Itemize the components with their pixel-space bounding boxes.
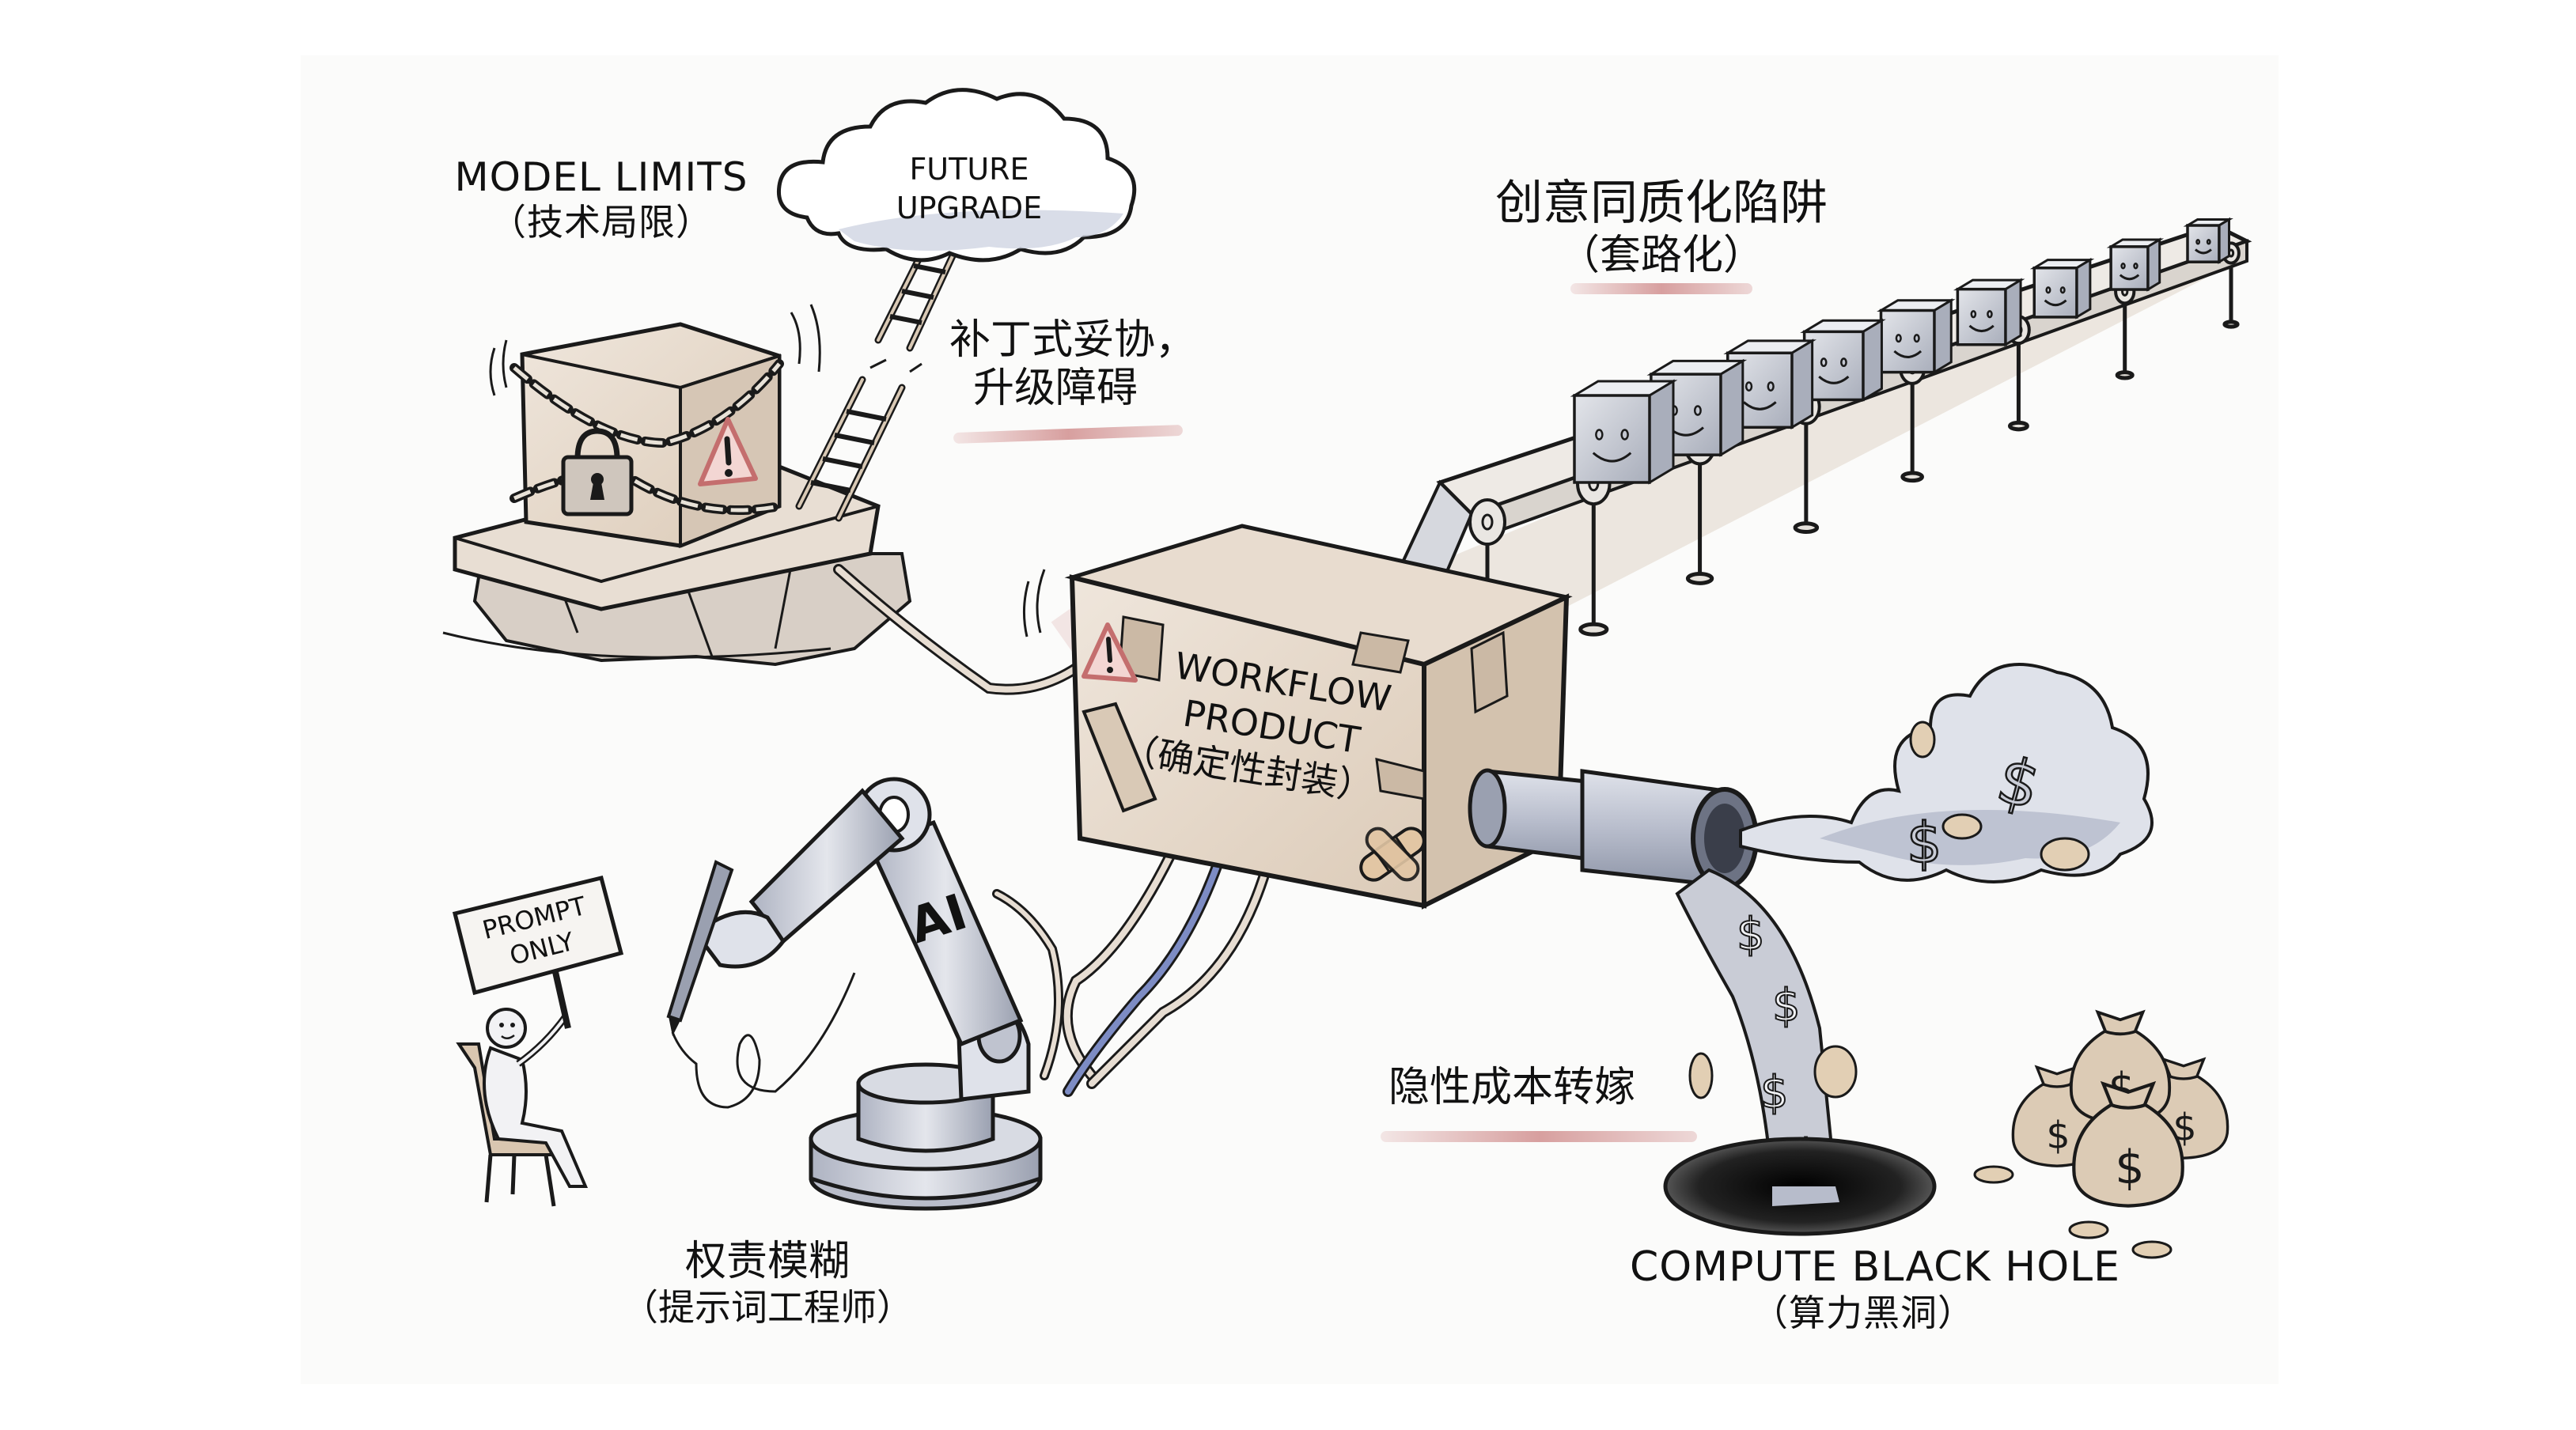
conveyor-foot — [2008, 420, 2029, 432]
money-bag-icon: $ — [2072, 1080, 2184, 1208]
conveyor-foot — [1578, 622, 1609, 637]
patch-compromise-label: 补丁式妥协， 升级障碍 — [949, 316, 1203, 414]
red-underline — [1570, 283, 1752, 294]
smiley-icon — [1743, 381, 1777, 410]
conveyor-foot — [1685, 572, 1714, 585]
future-upgrade-line2: UPGRADE — [896, 191, 1043, 226]
roller-hub — [1481, 513, 1494, 531]
prompt-engineer-figure — [452, 875, 624, 1207]
coin — [1813, 1045, 1858, 1099]
padlock-icon — [561, 428, 634, 516]
hidden-cost-text: 隐性成本转嫁 — [1388, 1064, 1636, 1111]
smiley-icon — [2194, 239, 2212, 255]
coin — [2040, 837, 2090, 872]
warning-icon — [1082, 622, 1138, 683]
phone-patch — [1082, 702, 1157, 813]
model-limits-label: MODEL LIMITS （技术局限） — [447, 154, 756, 244]
model-limits-subtitle: （技术局限） — [490, 201, 713, 244]
model-limits-title: MODEL LIMITS — [454, 154, 748, 200]
coin — [1973, 1165, 2014, 1184]
smiley-icon — [2044, 286, 2067, 307]
coin — [1688, 1052, 1714, 1099]
smiley-box — [1800, 318, 1886, 403]
conveyor-foot — [1900, 471, 1924, 483]
patch-compromise-line1: 补丁式妥协， — [949, 316, 1197, 364]
smiley-box — [2106, 237, 2165, 292]
accountability-label: 权责模糊 （提示词工程师） — [601, 1238, 934, 1330]
future-upgrade-line1: FUTURE — [909, 152, 1029, 187]
compute-black-hole-label: COMPUTE BLACK HOLE （算力黑洞） — [1630, 1243, 2120, 1335]
money-bags: $$$$ — [2011, 1009, 2229, 1208]
robot-arm — [666, 777, 1043, 1211]
dollar-icon: $ — [1907, 811, 1942, 876]
accountability-subtitle: （提示词工程师） — [622, 1286, 913, 1330]
patch-compromise-line2: 升级障碍 — [973, 365, 1138, 413]
red-underline — [1381, 1131, 1697, 1142]
smiley-icon — [2119, 263, 2140, 281]
smiley-box — [1570, 379, 1678, 485]
dollar-icon: $ — [1737, 909, 1765, 960]
dollar-icon: $ — [2046, 1114, 2070, 1157]
conveyor-foot — [1793, 521, 1820, 534]
creative-homogenization-title: 创意同质化陷阱 — [1495, 176, 1828, 231]
scribble-line — [671, 972, 856, 1109]
blue-cable — [1065, 859, 1222, 1095]
smiley-box — [1953, 278, 2025, 347]
smoke-cloud: $ $ — [1739, 663, 2154, 883]
accountability-title: 权责模糊 — [684, 1238, 850, 1285]
prompt-only-sign — [452, 875, 624, 996]
smiley-box — [2183, 217, 2233, 264]
dollar-icon: $ — [1760, 1067, 1789, 1118]
bandage-icon — [1359, 827, 1426, 882]
compute-black-hole-title: COMPUTE BLACK HOLE — [1630, 1243, 2120, 1291]
smiley-box — [1877, 298, 1956, 375]
smiley-icon — [1968, 310, 1995, 333]
smiley-icon — [1592, 429, 1632, 463]
future-upgrade-cloud — [776, 88, 1137, 263]
dollar-icon: $ — [1772, 980, 1801, 1031]
hidden-cost-label: 隐性成本转嫁 — [1388, 1064, 1705, 1112]
model-limits-scene — [442, 304, 912, 667]
conveyor-foot — [2222, 320, 2240, 329]
pen-icon — [666, 860, 734, 1036]
smiley-box — [2029, 257, 2095, 320]
conveyor-foot — [2115, 370, 2135, 380]
coin — [1941, 813, 1983, 840]
future-upgrade-label: FUTURE UPGRADE — [874, 150, 1064, 229]
creative-homogenization-subtitle: （套路化） — [1558, 231, 1764, 279]
coin — [1909, 721, 1936, 759]
coin — [2131, 1240, 2173, 1259]
creative-homogenization-label: 创意同质化陷阱 （套路化） — [1479, 176, 1843, 280]
conveyor-roller — [1468, 498, 1506, 546]
compute-black-hole-subtitle: （算力黑洞） — [1752, 1292, 1975, 1335]
conveyor-belt — [1345, 217, 2252, 688]
warning-icon — [698, 417, 758, 486]
coin — [2068, 1220, 2109, 1239]
cables — [833, 564, 1271, 1097]
smiley-icon — [1818, 358, 1850, 384]
dollar-icon: $ — [2115, 1140, 2144, 1194]
smiley-icon — [1893, 334, 1923, 358]
